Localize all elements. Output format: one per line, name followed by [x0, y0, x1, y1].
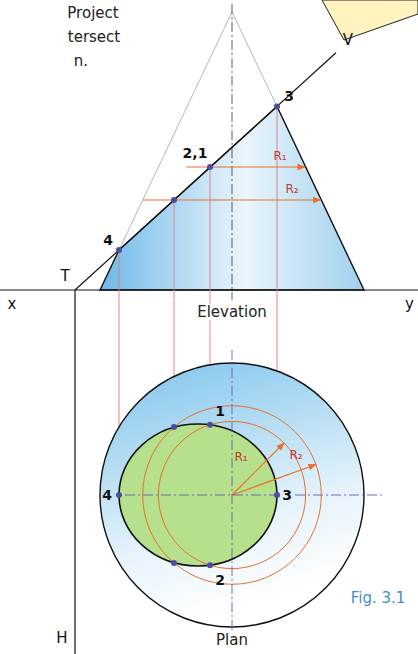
figure-caption: Fig. 3.1	[351, 591, 406, 606]
point-number: 4	[102, 488, 112, 502]
cropped-text: Project	[67, 6, 118, 21]
trace-label: V	[343, 33, 353, 48]
cone-axis	[232, 4, 233, 300]
centre-lines	[125, 350, 382, 630]
point-number: 3	[284, 89, 294, 103]
trace-label: H	[56, 631, 67, 646]
trace-label: T	[60, 269, 69, 284]
horizontal-trace	[74, 290, 75, 654]
radius-line	[143, 199, 321, 200]
cropped-text: tersect	[68, 30, 120, 45]
point-number: 3	[282, 488, 292, 502]
point-number: 2	[215, 573, 225, 587]
radius-label: R₂	[285, 183, 298, 195]
view-title: Elevation	[194, 304, 270, 321]
section-points	[116, 104, 280, 569]
radius-label: R₂	[289, 449, 302, 461]
point-number: 4	[103, 233, 113, 247]
reference-label: y	[405, 297, 414, 312]
radius-line	[186, 166, 305, 167]
radius-line	[232, 465, 316, 496]
view-title: Plan	[213, 632, 251, 649]
reference-label: x	[8, 297, 17, 312]
radius-label: R₁	[234, 451, 247, 463]
vertical-trace	[75, 53, 336, 290]
radius-label: R₁	[273, 150, 286, 162]
cropped-text: n.	[74, 54, 88, 69]
removed-edge	[232, 12, 277, 107]
radius-line	[232, 443, 284, 495]
point-number: 2,1	[183, 146, 208, 160]
note-box	[322, 0, 418, 40]
point-number: 1	[215, 404, 225, 418]
xy-line	[0, 289, 418, 290]
